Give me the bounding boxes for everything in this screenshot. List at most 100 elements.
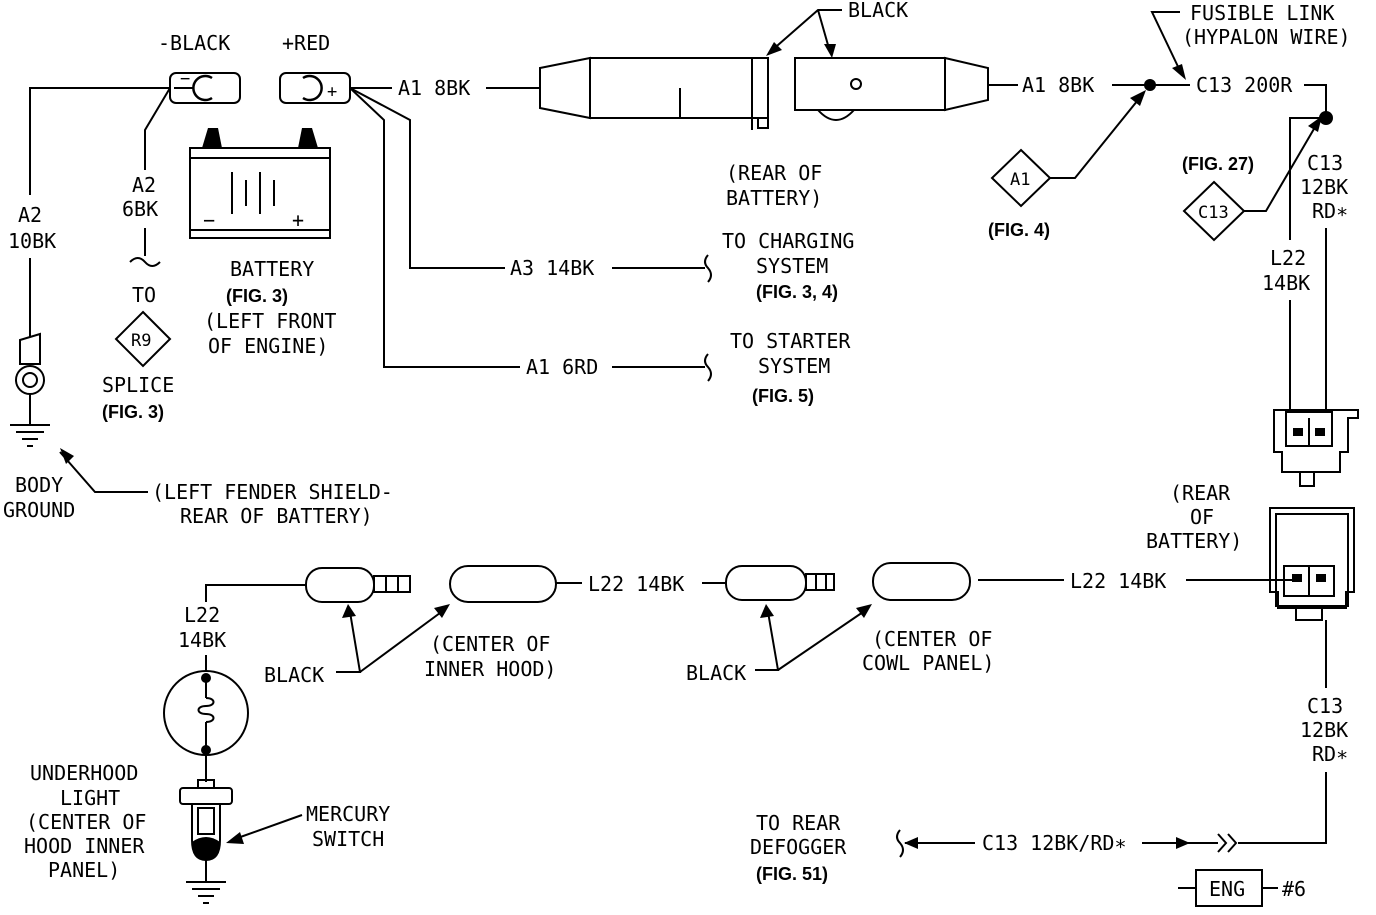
underhood-label-5: PANEL)	[48, 858, 120, 882]
svg-text:R9: R9	[131, 331, 151, 351]
battery-positive-terminal: +	[279, 72, 351, 104]
splice-c13-fig-ref: (FIG. 27)	[1182, 154, 1254, 174]
lamp-ground-icon	[186, 881, 226, 904]
ground-wire-label-2: 10BK	[8, 229, 56, 253]
rear-battery-label-1: (REAR	[1170, 481, 1231, 505]
underhood-lamp-icon	[163, 670, 249, 789]
top-connector-color-label: BLACK	[848, 0, 908, 22]
rear-battery-label-3: BATTERY)	[1146, 529, 1242, 553]
battery-location-1: (LEFT FRONT	[204, 309, 336, 333]
hood-connector-female	[449, 565, 557, 603]
charging-label-2: SYSTEM	[756, 254, 828, 278]
svg-text:−: −	[203, 208, 215, 232]
svg-text:−: −	[180, 69, 190, 89]
svg-text:C13: C13	[1198, 203, 1229, 223]
wire-c13-200r: C13 200R	[1196, 73, 1293, 97]
cowl-connector-male	[725, 565, 835, 601]
body-ground-label-2: GROUND	[3, 498, 75, 522]
top-connector-location-2: BATTERY)	[726, 186, 822, 210]
c13-upper-label-3: RD∗	[1312, 199, 1348, 223]
battery-fig-ref: (FIG. 3)	[226, 286, 288, 306]
body-ground-label-1: BODY	[15, 473, 63, 497]
splice-label: SPLICE	[102, 373, 174, 397]
svg-text:A1: A1	[1010, 170, 1030, 190]
splice-c13-icon: C13	[1182, 180, 1246, 242]
ground-eyelet-icon	[15, 332, 45, 425]
wire-c13-12bk-rd: C13 12BK/RD∗	[982, 831, 1127, 855]
starter-label-1: TO STARTER	[730, 329, 851, 353]
svg-text:+: +	[292, 208, 304, 232]
hood-connector-male	[305, 567, 411, 603]
battery-location-2: OF ENGINE)	[208, 334, 328, 358]
c13-lower-label-1: C13	[1307, 694, 1343, 718]
hood-location-1: (CENTER OF	[430, 632, 550, 656]
l22-left-label-1: L22	[184, 603, 220, 627]
starter-label-2: SYSTEM	[758, 354, 830, 378]
battery-label: BATTERY	[230, 257, 314, 281]
underhood-label-2: LIGHT	[60, 786, 120, 810]
page-number-label: #6	[1282, 877, 1306, 901]
splice-wire-label-1: A2	[132, 173, 156, 197]
charging-wire	[349, 87, 505, 269]
splice-r9-icon: R9	[114, 310, 172, 368]
svg-text:+: +	[327, 82, 337, 102]
cowl-black-label: BLACK	[686, 661, 746, 685]
splice-fig-ref: (FIG. 3)	[102, 402, 164, 422]
underhood-label-4: HOOD INNER	[24, 834, 145, 858]
defogger-fig-ref: (FIG. 51)	[756, 864, 828, 884]
hood-black-label: BLACK	[264, 663, 324, 687]
right-upper-connector	[1273, 409, 1359, 487]
top-connector-location-1: (REAR OF	[726, 161, 822, 185]
c13-lower-label-2: 12BK	[1300, 718, 1348, 742]
c13-upper-label-1: C13	[1307, 151, 1343, 175]
cowl-location-2: COWL PANEL)	[862, 651, 994, 675]
ground-wire-label-1: A2	[18, 203, 42, 227]
hood-location-2: INNER HOOD)	[424, 657, 556, 681]
c13-lower-label-3: RD∗	[1312, 742, 1348, 766]
right-lower-connector	[1269, 507, 1355, 621]
l22-right-label-2: 14BK	[1262, 271, 1310, 295]
cowl-connector-female	[872, 562, 971, 601]
defogger-label-2: DEFOGGER	[750, 835, 847, 859]
mercury-switch-icon	[179, 787, 233, 882]
fusible-link-label-2: (HYPALON WIRE)	[1182, 25, 1351, 49]
positive-cable-label: +RED	[282, 31, 330, 55]
wire-a1-8bk-left: A1 8BK	[398, 76, 470, 100]
wire-a3-14bk: A3 14BK	[510, 256, 594, 280]
charging-label-1: TO CHARGING	[722, 229, 854, 253]
l22-right-label-1: L22	[1270, 246, 1306, 270]
splice-wire	[144, 87, 171, 170]
fusible-link-label-1: FUSIBLE LINK	[1190, 1, 1335, 25]
eng-label: ENG	[1209, 877, 1245, 901]
c13-upper-label-2: 12BK	[1300, 175, 1348, 199]
splice-a1-fig-ref: (FIG. 4)	[988, 220, 1050, 240]
negative-cable-label: -BLACK	[158, 31, 230, 55]
body-ground-location-1: (LEFT FENDER SHIELD-	[152, 480, 393, 504]
underhood-label-1: UNDERHOOD	[30, 761, 138, 785]
defogger-label-1: TO REAR	[756, 811, 841, 835]
body-ground-location-2: REAR OF BATTERY)	[180, 504, 373, 528]
wire-a1-6rd: A1 6RD	[526, 355, 598, 379]
starter-wire	[349, 87, 520, 368]
splice-a1-icon: A1	[990, 148, 1052, 208]
battery-icon: − +	[189, 128, 331, 239]
wire-a1-8bk-right: A1 8BK	[1022, 73, 1094, 97]
charging-fig-ref: (FIG. 3, 4)	[756, 282, 838, 302]
wire-l22-14bk-right: L22 14BK	[1070, 569, 1166, 593]
top-connector-male	[539, 56, 769, 130]
underhood-label-3: (CENTER OF	[26, 810, 146, 834]
body-ground-icon	[10, 424, 50, 447]
starter-fig-ref: (FIG. 5)	[752, 386, 814, 406]
mercury-label-1: MERCURY	[306, 802, 390, 826]
rear-battery-label-2: OF	[1190, 505, 1214, 529]
ground-wire	[29, 87, 170, 195]
splice-wire-label-2: 6BK	[122, 197, 158, 221]
cowl-location-1: (CENTER OF	[872, 627, 992, 651]
top-connector-female	[794, 56, 989, 121]
l22-left-label-2: 14BK	[178, 628, 226, 652]
splice-dot	[1144, 79, 1156, 91]
wire-l22-14bk-mid: L22 14BK	[588, 572, 684, 596]
mercury-label-2: SWITCH	[312, 827, 384, 851]
